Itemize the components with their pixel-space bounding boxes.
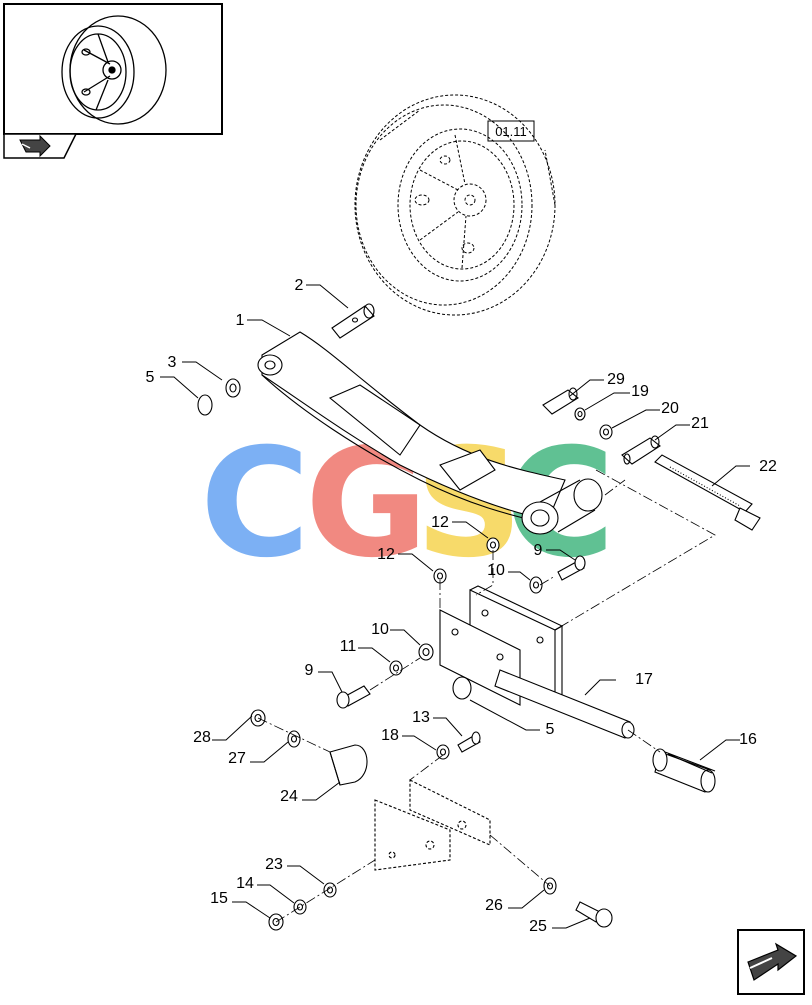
washer-10-upper [529, 576, 543, 594]
bolt-13 [457, 731, 481, 753]
callout-10-upper: 10 [487, 562, 505, 579]
nut-12-upper [486, 537, 500, 553]
callout-12-upper: 12 [431, 514, 449, 531]
callout-23: 23 [265, 856, 283, 873]
pin-21 [621, 435, 661, 465]
callout-12-lower: 12 [377, 546, 395, 563]
callout-15: 15 [210, 890, 228, 907]
callout-17: 17 [635, 671, 653, 688]
reference-label: 01.11 [495, 124, 527, 139]
callout-16: 16 [739, 731, 757, 748]
callout-10-lower: 10 [371, 621, 389, 638]
callout-5-lower: 5 [546, 721, 555, 738]
callout-5-upper: 5 [146, 369, 155, 386]
assembly-centerlines [257, 469, 716, 923]
callout-14: 14 [236, 875, 254, 892]
leaf-spring [257, 331, 603, 535]
callout-26: 26 [485, 897, 503, 914]
callout-2: 2 [295, 277, 304, 294]
clip-24 [329, 744, 368, 786]
nut-20 [599, 424, 613, 440]
bolt-22 [654, 454, 761, 531]
parts-line-art [197, 303, 761, 931]
nav-forward-icon[interactable] [19, 134, 51, 158]
washer-19 [574, 407, 586, 421]
callout-24: 24 [280, 788, 298, 805]
lower-bracket-dashed [374, 779, 491, 871]
washer-3 [225, 378, 241, 398]
callout-20: 20 [661, 400, 679, 417]
bolt-25 [575, 901, 613, 928]
callout-27: 27 [228, 750, 246, 767]
callout-25: 25 [529, 918, 547, 935]
washer-18 [436, 744, 450, 760]
callout-labels: 1 2 3 5 29 19 20 21 22 12 12 9 10 10 11 … [146, 277, 777, 935]
callout-22: 22 [759, 458, 777, 475]
callout-9-lower: 9 [305, 662, 314, 679]
pin-29 [542, 387, 579, 415]
reference-box[interactable]: 01.11 [487, 120, 535, 142]
callout-28: 28 [193, 729, 211, 746]
circlip-5-lower [452, 676, 472, 700]
callout-9-upper: 9 [534, 542, 543, 559]
next-page-arrow-icon[interactable] [737, 929, 805, 995]
callout-13: 13 [412, 709, 430, 726]
callout-3: 3 [168, 354, 177, 371]
washer-11 [389, 660, 403, 676]
washer-27 [287, 730, 301, 748]
callout-19: 19 [631, 383, 649, 400]
wheel-reference-outline [354, 94, 556, 316]
callout-1: 1 [236, 312, 245, 329]
callout-11: 11 [340, 638, 357, 655]
bolt-9-upper [557, 555, 586, 581]
circlip-5-upper [197, 394, 213, 416]
bolt-9-lower [336, 685, 371, 709]
callout-18: 18 [381, 727, 399, 744]
pin-2 [331, 303, 375, 339]
washer-14 [293, 899, 307, 915]
spline-shaft-16 [652, 748, 716, 793]
washer-10-lower [418, 643, 434, 661]
leader-lines [160, 284, 750, 929]
watermark-letter-1: C [200, 417, 310, 591]
callout-29: 29 [607, 371, 625, 388]
callout-21: 21 [691, 415, 709, 432]
thumbnail-panel[interactable] [3, 3, 223, 159]
wheel-thumbnail-icon [61, 15, 167, 125]
